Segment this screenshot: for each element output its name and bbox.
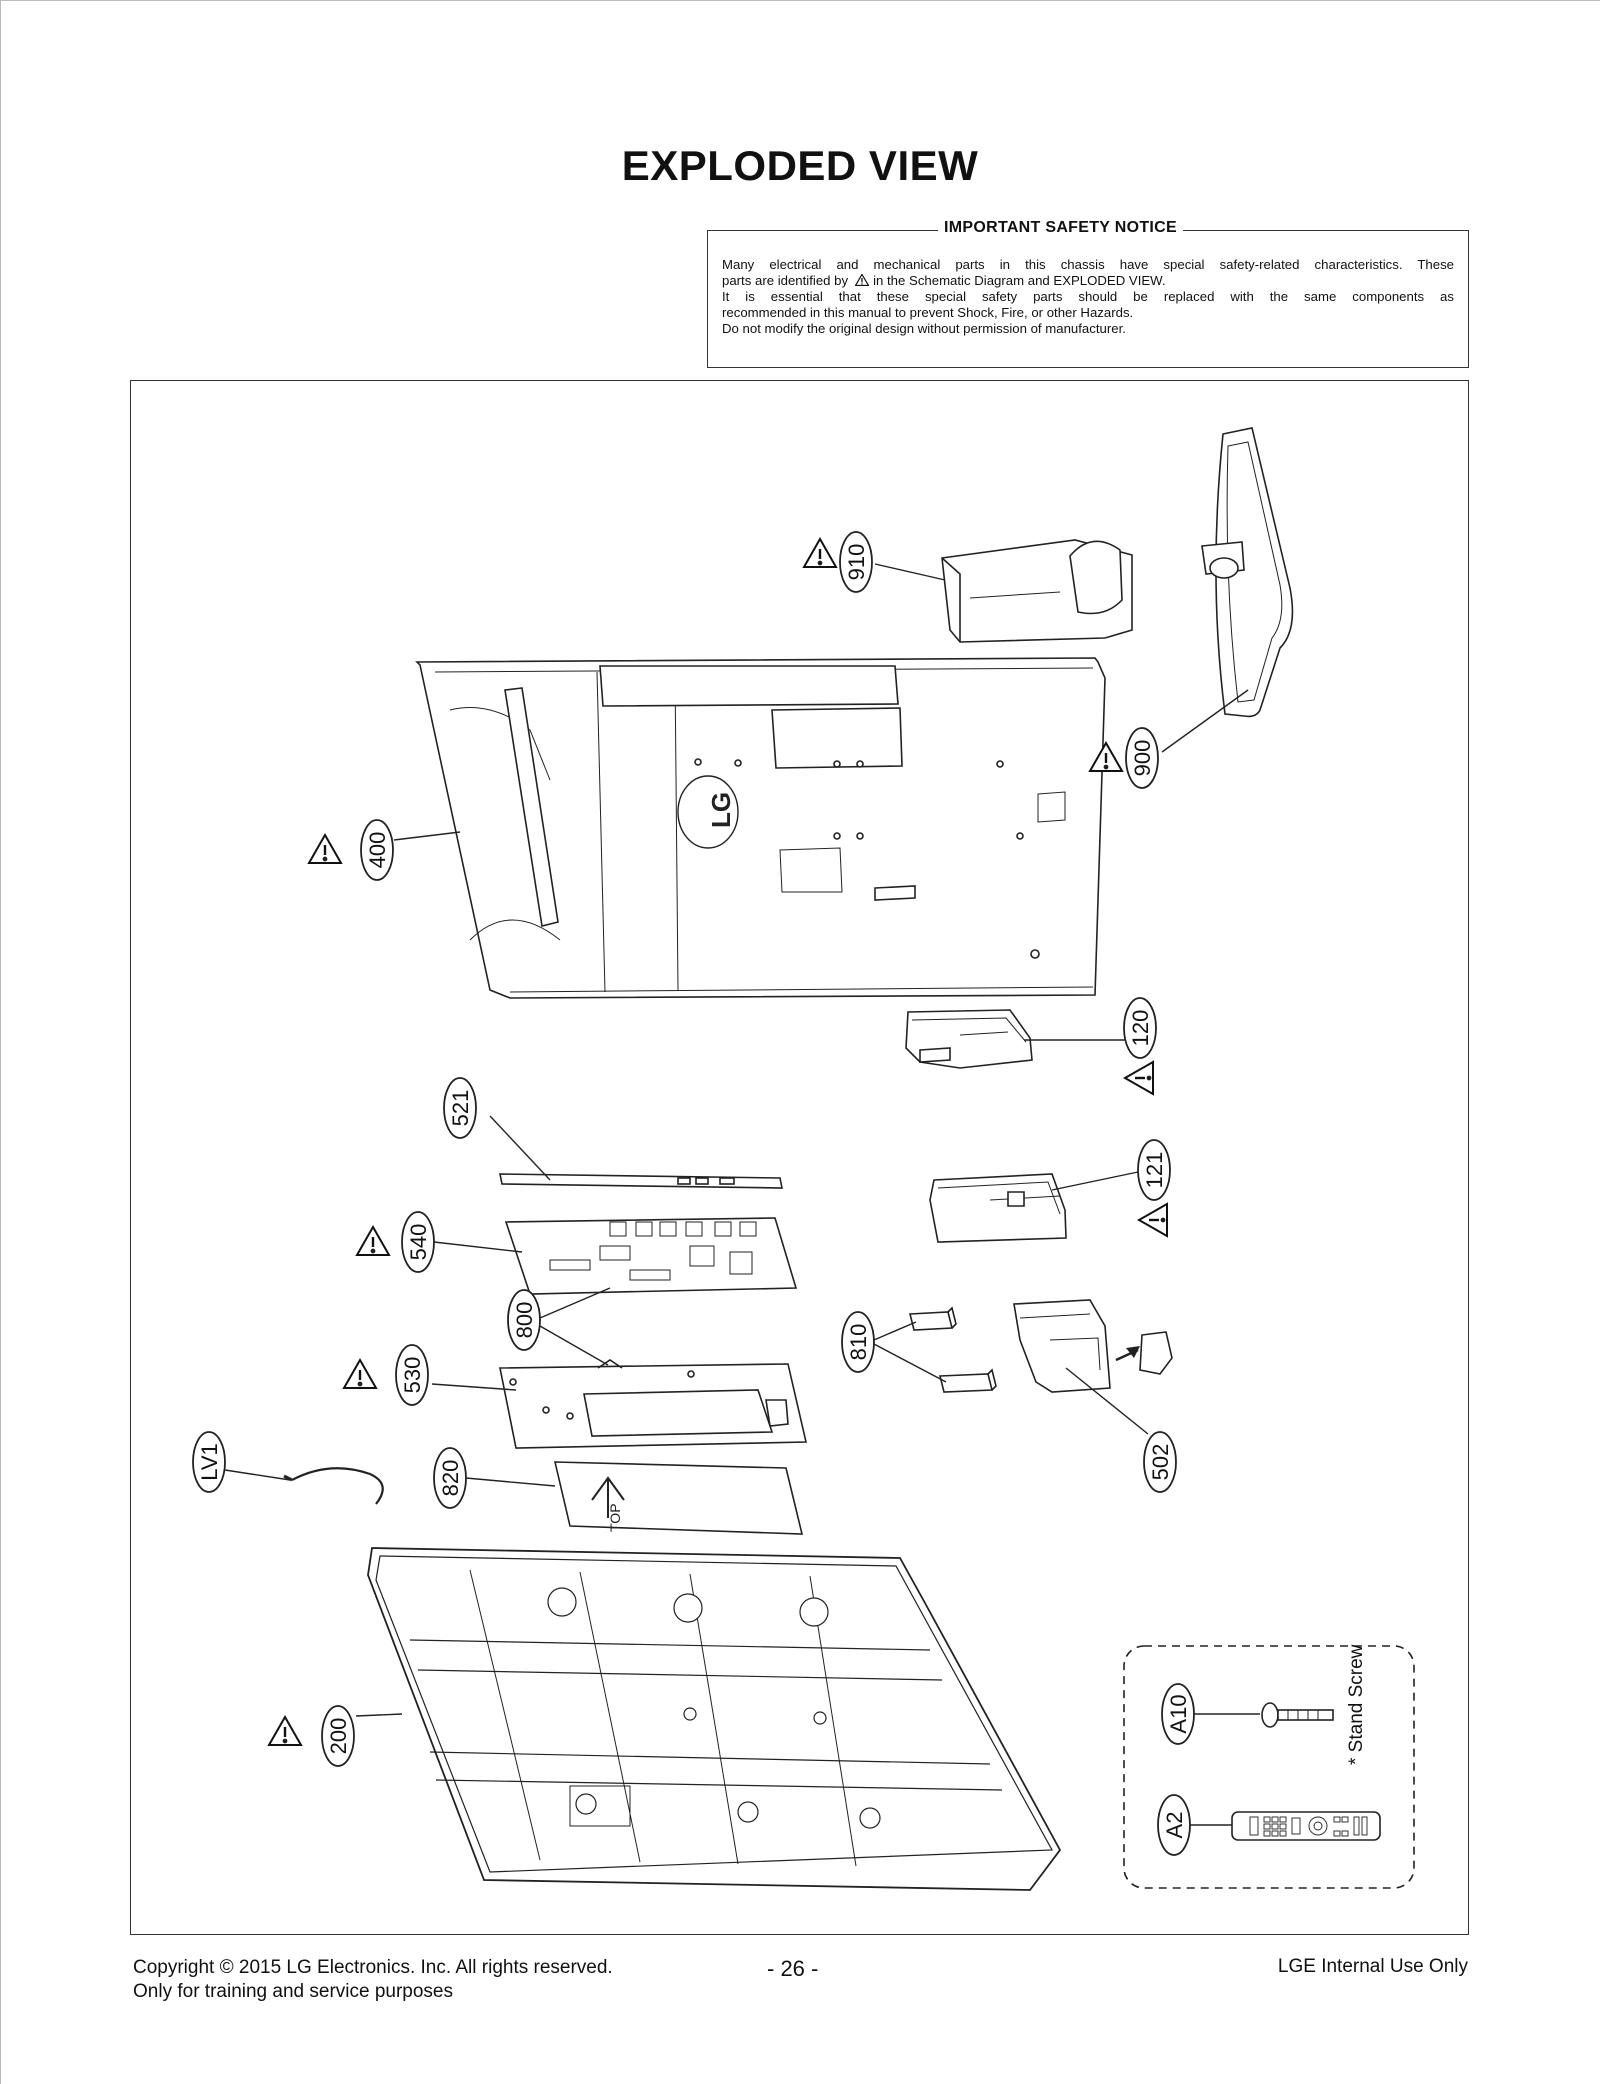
- back-cover-400: LG: [415, 657, 1106, 999]
- part-120: 120: [1128, 1010, 1153, 1047]
- footer-internal: LGE Internal Use Only: [1277, 1956, 1468, 1977]
- callout-910: 910: [802, 531, 873, 593]
- safety-notice-heading: IMPORTANT SAFETY NOTICE: [938, 219, 1183, 237]
- part-530: 530: [400, 1357, 425, 1394]
- part-900: 900: [1130, 740, 1155, 777]
- cable-cover-121: [929, 1173, 1067, 1243]
- accessory-box: * Stand Screw: [1123, 1644, 1415, 1889]
- tape-820: TOP: [553, 1461, 804, 1535]
- callout-521: 521: [443, 1077, 477, 1139]
- lg-logo-text: LG: [706, 792, 736, 828]
- notice-line-4: recommended in this manual to prevent Sh…: [722, 305, 1134, 320]
- part-502: 502: [1148, 1444, 1173, 1481]
- bracket-502: [1013, 1299, 1173, 1393]
- stand-body-910: [941, 539, 1133, 643]
- part-a10: A10: [1166, 1694, 1191, 1733]
- part-200: 200: [326, 1718, 351, 1755]
- callout-a2: A2: [1157, 1794, 1191, 1856]
- callout-200: 200: [267, 1705, 355, 1767]
- part-121: 121: [1142, 1152, 1167, 1189]
- callout-820: 820: [433, 1447, 467, 1509]
- callout-400: 400: [307, 819, 394, 881]
- callout-900: 900: [1088, 727, 1159, 789]
- notice-line-2: parts are identified by in the Schematic…: [722, 273, 1454, 289]
- notice-line-1: Many electrical and mechanical parts in …: [722, 257, 1454, 272]
- safety-notice-body: Many electrical and mechanical parts in …: [722, 257, 1454, 337]
- page-number: - 26 -: [767, 1956, 819, 1981]
- diagram-frame: [130, 380, 1469, 1935]
- exploded-view-diagram: LG: [192, 427, 1415, 1891]
- frame-bar-521: [499, 1173, 783, 1189]
- cable-cover-120: [905, 1009, 1033, 1069]
- callout-530: 530: [342, 1344, 429, 1406]
- shield-530: [499, 1359, 808, 1449]
- callout-120: 120: [1123, 997, 1157, 1096]
- bracket-810: [908, 1306, 997, 1393]
- part-540: 540: [406, 1224, 431, 1261]
- page-title: EXPLODED VIEW: [621, 142, 979, 189]
- stand-base-900: [1201, 427, 1294, 718]
- footer-left: Copyright © 2015 LG Electronics. Inc. Al…: [133, 1956, 613, 2004]
- footer-copyright: Copyright © 2015 LG Electronics. Inc. Al…: [133, 1957, 613, 1978]
- callout-540: 540: [355, 1211, 435, 1273]
- part-400: 400: [365, 832, 390, 869]
- callout-810: 810: [841, 1311, 875, 1373]
- part-810: 810: [846, 1324, 871, 1361]
- notice-line-3: It is essential that these special safet…: [722, 289, 1454, 304]
- page-edge-left: [0, 0, 1, 2084]
- part-521: 521: [448, 1090, 473, 1127]
- callout-121: 121: [1137, 1139, 1171, 1238]
- notice-line-2-pre: parts are identified by: [722, 273, 849, 288]
- cable-lv1: [283, 1467, 384, 1505]
- part-820: 820: [438, 1460, 463, 1497]
- callout-lv1: LV1: [192, 1431, 226, 1493]
- footer-purpose: Only for training and service purposes: [133, 1981, 453, 2002]
- leader-lines: [224, 563, 1260, 1826]
- notice-line-2-post: in the Schematic Diagram and EXPLODED VI…: [873, 273, 1166, 288]
- stand-screw-a10: [1261, 1702, 1334, 1728]
- callout-a10: A10: [1161, 1683, 1195, 1745]
- main-board-540: [504, 1217, 798, 1295]
- part-lv1: LV1: [197, 1443, 222, 1481]
- part-800: 800: [512, 1302, 537, 1339]
- accessory-note: * Stand Screw: [1346, 1644, 1367, 1765]
- part-a2: A2: [1162, 1812, 1187, 1839]
- display-module-200: [367, 1547, 1062, 1891]
- part-910: 910: [844, 544, 869, 581]
- safety-notice-box: IMPORTANT SAFETY NOTICE Many electrical …: [707, 219, 1469, 368]
- callouts: 910 900 400 120 521 121 540: [192, 531, 1195, 1856]
- notice-line-5: Do not modify the original design withou…: [722, 321, 1126, 336]
- page-edge-top: [0, 0, 1600, 1]
- callout-502: 502: [1143, 1431, 1177, 1493]
- tape-text: TOP: [607, 1503, 623, 1532]
- warning-triangle-icon: [855, 274, 870, 286]
- callout-800: 800: [507, 1289, 541, 1351]
- remote-control-a2: [1231, 1811, 1381, 1841]
